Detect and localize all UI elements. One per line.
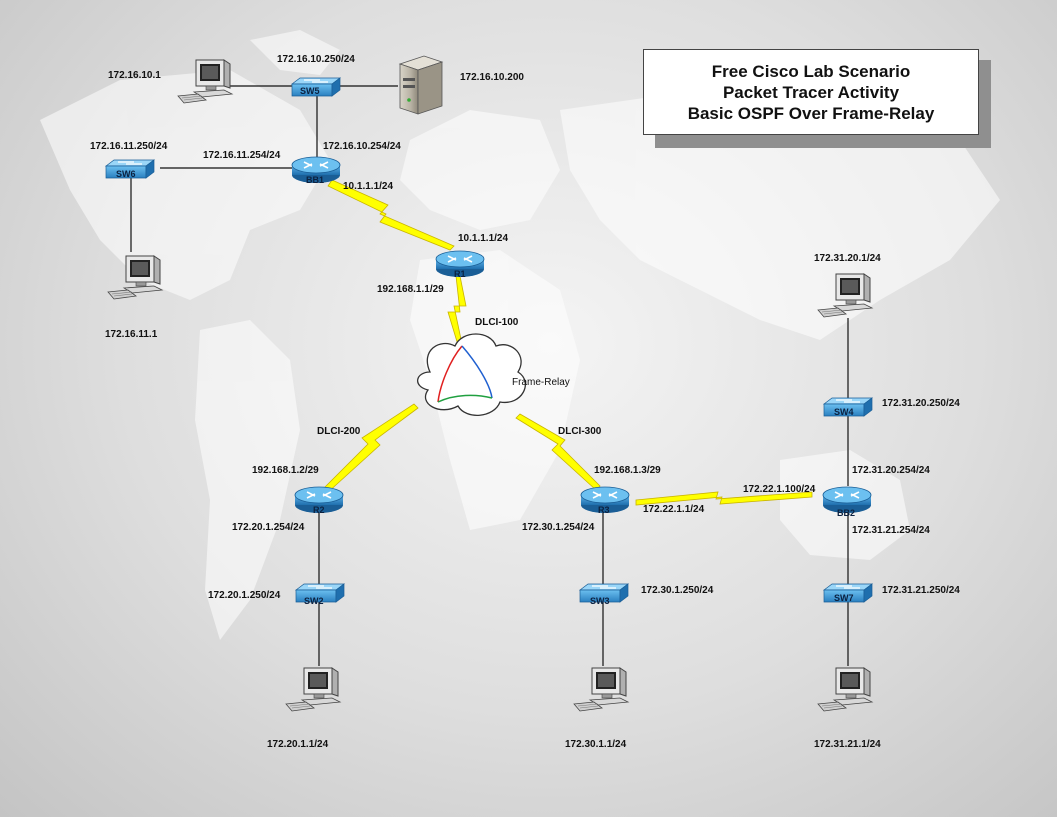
- serial-link-cloud-r2: [321, 403, 419, 495]
- label-pc-r3: 172.30.1.1/24: [565, 739, 627, 750]
- switch-sw6-label: SW6: [116, 169, 136, 179]
- label-pc-r2: 172.20.1.1/24: [267, 739, 329, 750]
- label-bb1-top: 172.16.10.254/24: [323, 141, 401, 152]
- switch-sw2-label: SW2: [304, 596, 324, 606]
- router-r2-label: R2: [313, 505, 325, 515]
- frame-relay-cloud: [417, 333, 526, 416]
- server[interactable]: [398, 55, 444, 115]
- label-sw3-ip: 172.30.1.250/24: [641, 585, 714, 596]
- switch-sw5-label: SW5: [300, 86, 320, 96]
- label-pc-top: 172.16.10.1: [108, 70, 161, 81]
- label-sw2-ip: 172.20.1.250/24: [208, 590, 281, 601]
- label-bb1-serial: 10.1.1.1/24: [343, 181, 393, 192]
- pc-left[interactable]: [107, 255, 163, 300]
- serial-link-r1-cloud: [447, 275, 467, 346]
- label-pc-left: 172.16.11.1: [105, 329, 158, 340]
- router-bb1-label: BB1: [306, 175, 324, 185]
- label-pc-sw7: 172.31.21.1/24: [814, 739, 881, 750]
- label-sw5-ip: 172.16.10.250/24: [277, 54, 355, 65]
- label-dlci-100: DLCI-100: [475, 317, 519, 328]
- label-r3-serial: 172.22.1.1/24: [643, 504, 705, 515]
- label-r3-lan: 172.30.1.254/24: [522, 522, 595, 533]
- label-bb2-serial: 172.22.1.100/24: [743, 484, 816, 495]
- pc-sw7[interactable]: [817, 667, 873, 712]
- title-line-3: Basic OSPF Over Frame-Relay: [687, 103, 935, 123]
- title-line-1: Free Cisco Lab Scenario: [711, 61, 911, 81]
- label-sw6-ip: 172.16.11.250/24: [90, 141, 168, 152]
- pc-sw4[interactable]: [817, 273, 873, 318]
- address-labels: 172.16.10.1 172.16.10.250/24 172.16.10.2…: [90, 54, 960, 750]
- router-bb2-label: BB2: [837, 508, 855, 518]
- router-r1-label: R1: [454, 269, 466, 279]
- label-server-ip: 172.16.10.200: [460, 72, 524, 83]
- label-dlci-200: DLCI-200: [317, 426, 361, 437]
- switch-sw3-label: SW3: [590, 596, 610, 606]
- pc-r3-lan[interactable]: [573, 667, 629, 712]
- switch-sw4-label: SW4: [834, 407, 854, 417]
- label-r3-fr: 192.168.1.3/29: [594, 465, 661, 476]
- serial-link-bb1-r1: [327, 179, 455, 251]
- label-pc-sw4: 172.31.20.1/24: [814, 253, 881, 264]
- title-box: Free Cisco Lab Scenario Packet Tracer Ac…: [643, 49, 979, 135]
- router-r3-label: R3: [598, 505, 610, 515]
- label-r2-fr: 192.168.1.2/29: [252, 465, 319, 476]
- pc-top-left[interactable]: [177, 59, 233, 104]
- label-bb2-bottom: 172.31.21.254/24: [852, 525, 930, 536]
- label-bb2-top: 172.31.20.254/24: [852, 465, 930, 476]
- label-dlci-300: DLCI-300: [558, 426, 602, 437]
- label-r2-lan: 172.20.1.254/24: [232, 522, 305, 533]
- label-sw7-ip: 172.31.21.250/24: [882, 585, 960, 596]
- label-r1-fr: 192.168.1.1/29: [377, 284, 444, 295]
- title-line-2: Packet Tracer Activity: [722, 82, 900, 102]
- label-bb1-left: 172.16.11.254/24: [203, 150, 281, 161]
- serial-link-r3-bb2: [635, 491, 813, 506]
- label-sw4-ip: 172.31.20.250/24: [882, 398, 960, 409]
- switch-sw7-label: SW7: [834, 593, 854, 603]
- pc-r2-lan[interactable]: [285, 667, 341, 712]
- label-r1-serial: 10.1.1.1/24: [458, 233, 508, 244]
- frame-relay-label: Frame-Relay: [512, 377, 570, 388]
